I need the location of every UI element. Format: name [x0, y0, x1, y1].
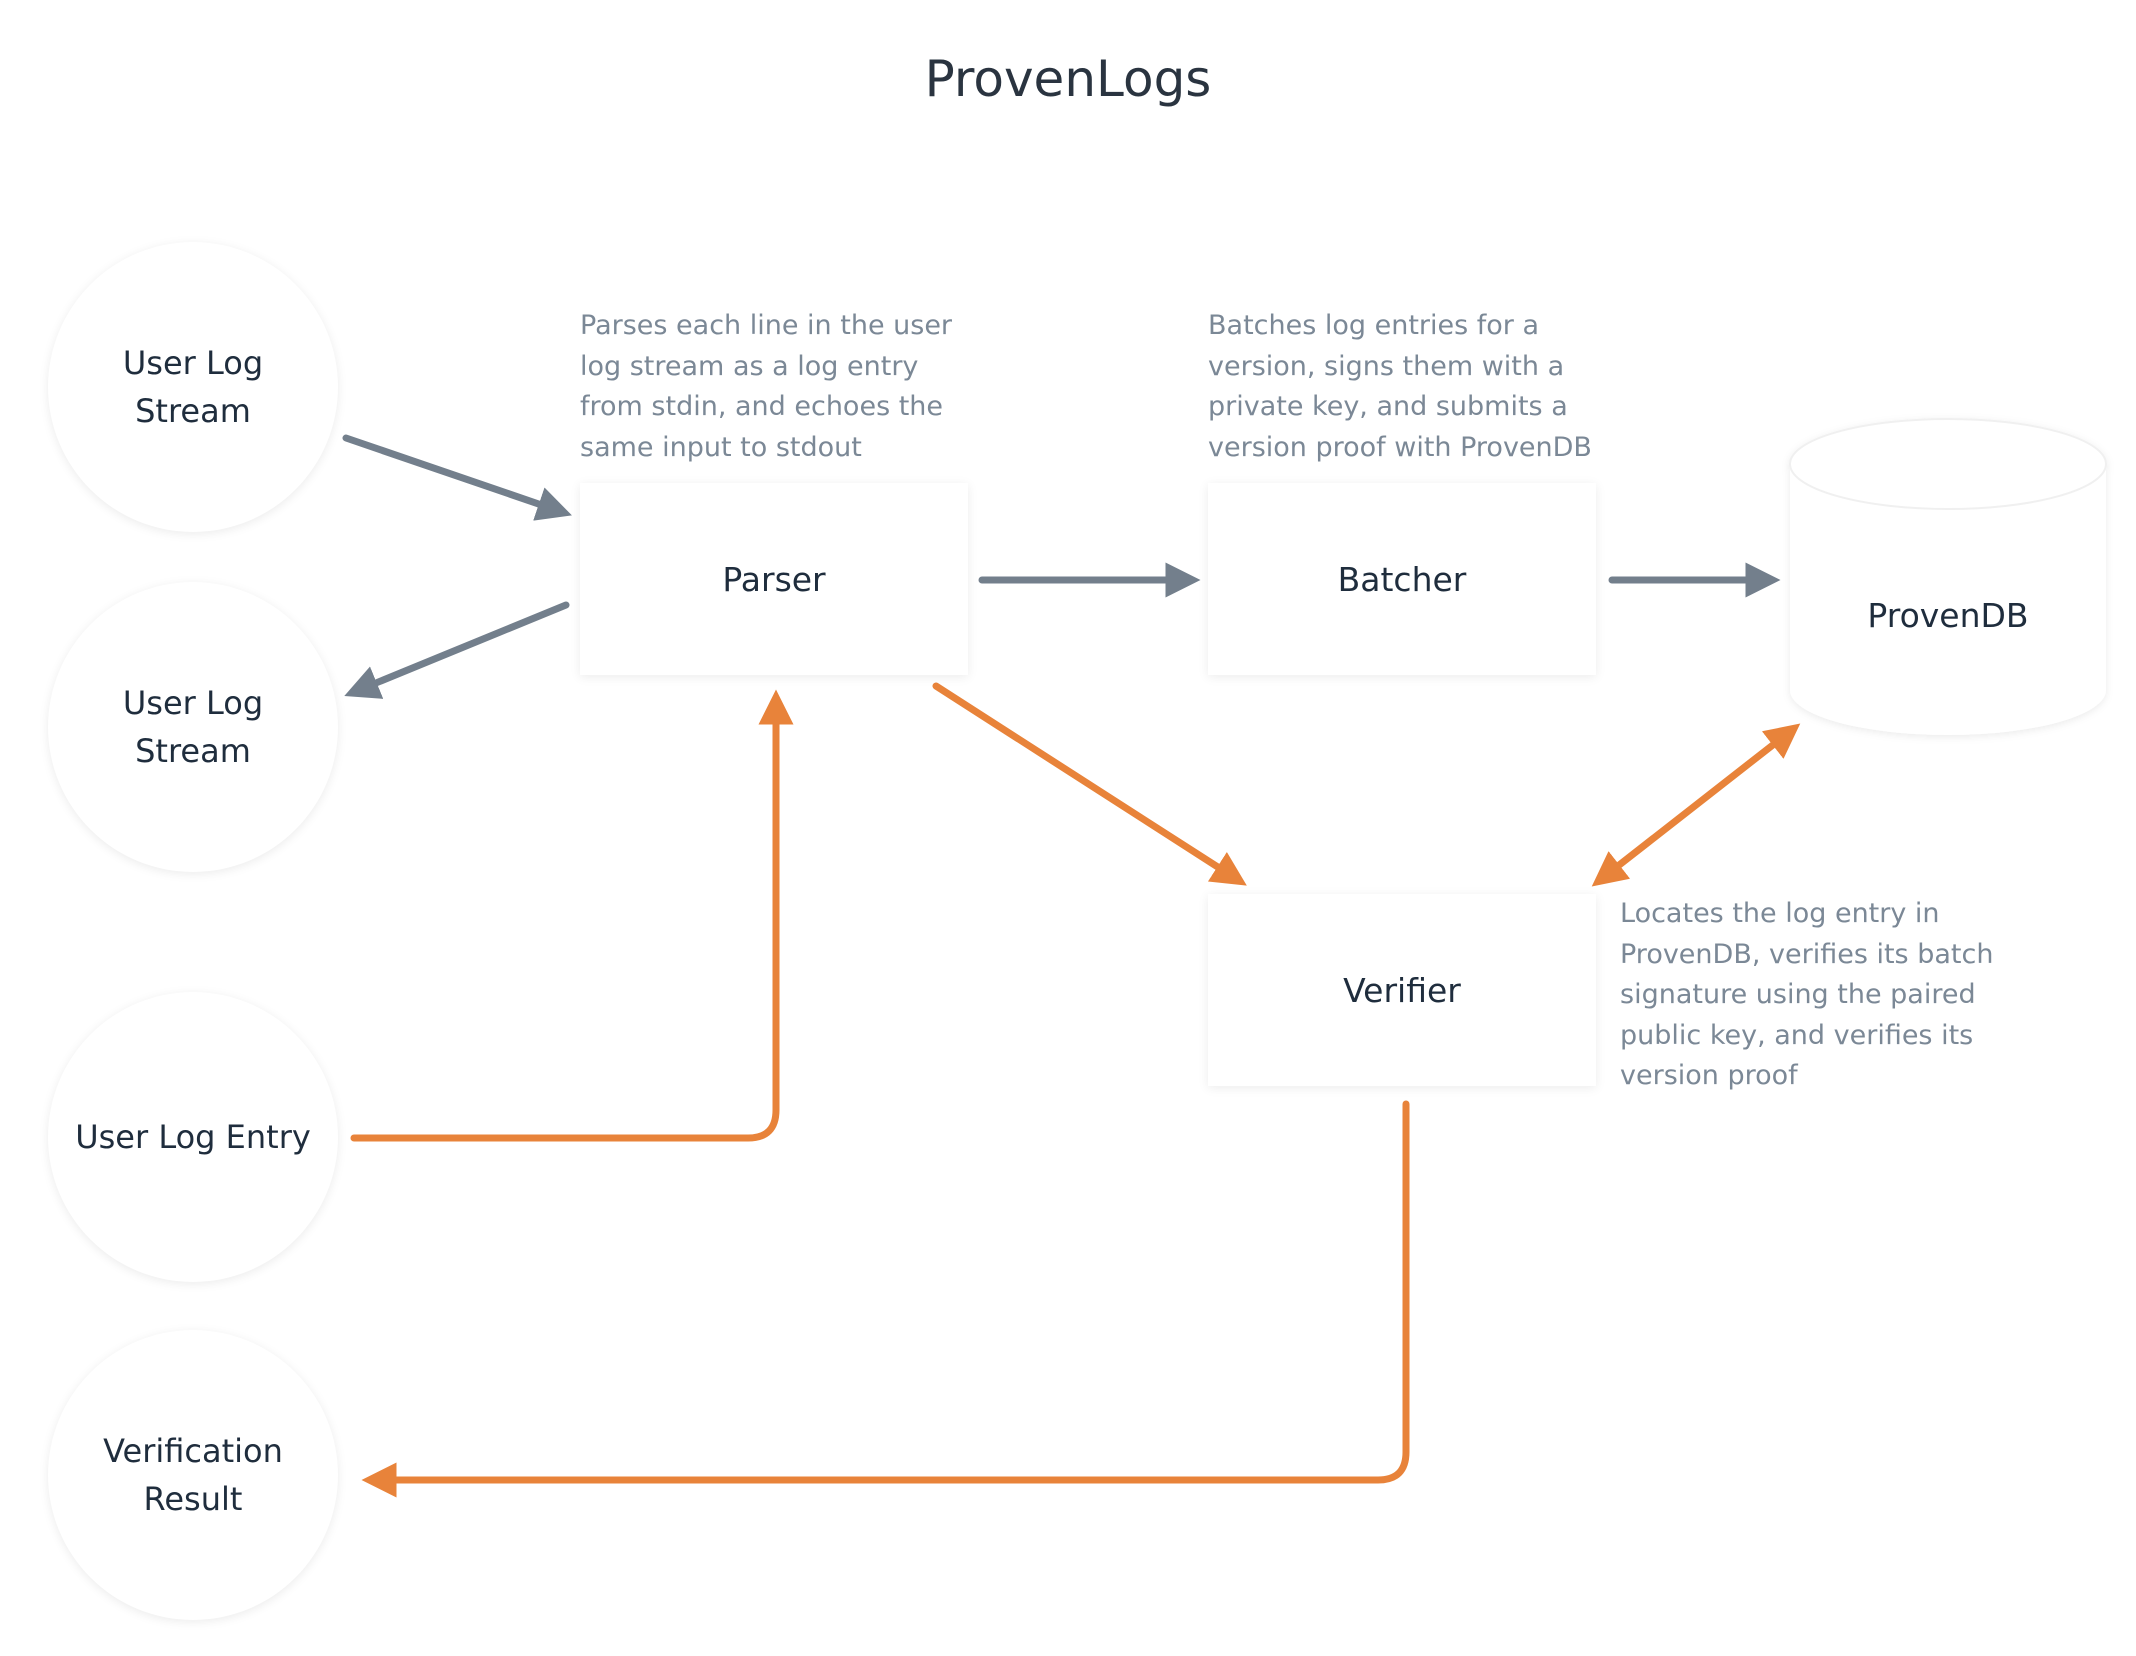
- batcher-box: Batcher: [1208, 483, 1596, 675]
- node-label: User Log Entry: [75, 1118, 311, 1156]
- diagram-title: ProvenLogs: [924, 50, 1212, 108]
- parser-to-verifier-arrow: [932, 682, 1247, 886]
- verifier-to-result-arrow: [361, 1100, 1410, 1498]
- node-label-line1: User Log: [122, 684, 264, 722]
- node-label-line2: Result: [143, 1480, 243, 1518]
- provendb-cylinder: [1789, 418, 2107, 735]
- node-label-line1: User Log: [122, 344, 264, 382]
- provendb-label: ProvenDB: [1867, 596, 2029, 635]
- parser-label: Parser: [722, 559, 826, 599]
- verifier-note: Locates the log entry in ProvenDB, verif…: [1620, 898, 1994, 1091]
- entry-to-parser-arrow: [350, 689, 794, 1142]
- verifier-provendb-arrow: [1591, 723, 1801, 887]
- parser-note: Parses each line in the user log stream …: [580, 310, 953, 463]
- user-log-entry-node: User Log Entry: [48, 992, 338, 1282]
- parser-box: Parser: [580, 483, 968, 675]
- batcher-label: Batcher: [1337, 559, 1467, 599]
- stream-to-parser-arrow: [342, 434, 572, 521]
- parser-to-stream-arrow: [344, 601, 570, 699]
- node-label-line2: Stream: [135, 392, 251, 430]
- node-label-line2: Stream: [135, 732, 251, 770]
- batcher-note: Batches log entries for a version, signs…: [1208, 310, 1592, 463]
- node-label-line1: Verification: [103, 1432, 283, 1470]
- verifier-box: Verifier: [1208, 894, 1596, 1086]
- verifier-label: Verifier: [1343, 970, 1461, 1010]
